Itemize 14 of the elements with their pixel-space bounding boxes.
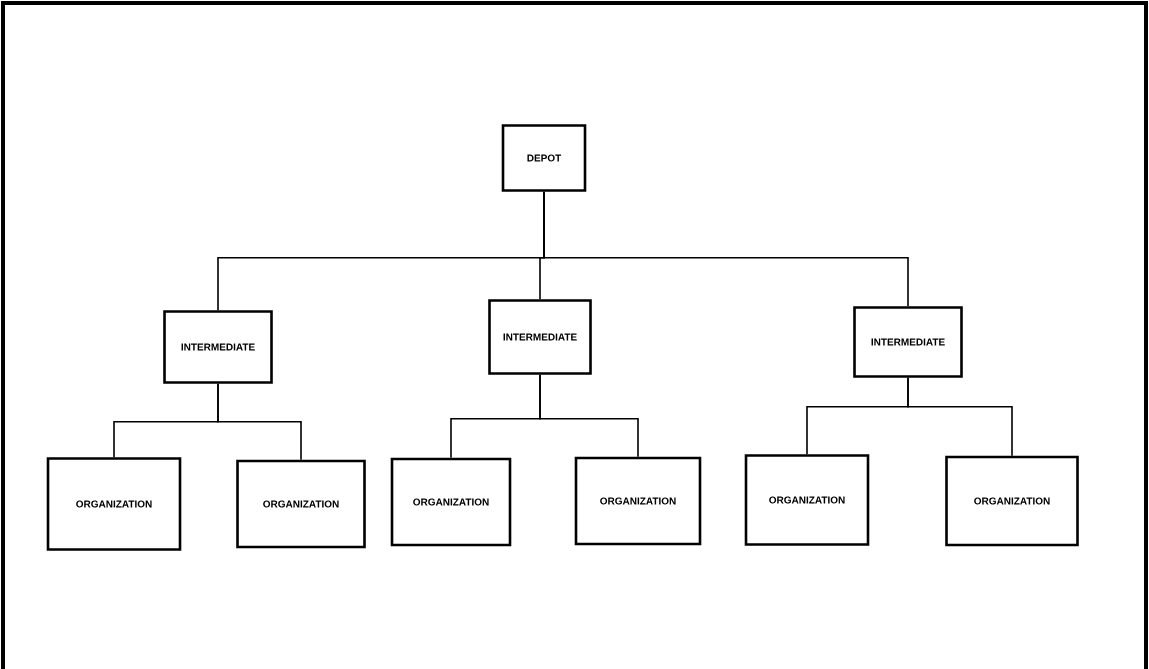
organization-box: ORGANIZATION <box>236 459 366 549</box>
organization-box: ORGANIZATION <box>945 455 1079 547</box>
intermediate-box: INTERMEDIATE <box>853 306 963 378</box>
organization-box: ORGANIZATION <box>390 457 512 547</box>
connector-line <box>539 374 639 458</box>
depot-box: DEPOT <box>501 124 587 192</box>
intermediate-box: INTERMEDIATE <box>163 310 273 384</box>
intermediate-box: INTERMEDIATE <box>488 299 592 375</box>
connector-line <box>543 191 909 307</box>
connector-line <box>217 383 302 461</box>
organization-box: ORGANIZATION <box>574 456 702 546</box>
organization-box: ORGANIZATION <box>744 454 870 546</box>
organization-box: ORGANIZATION <box>46 457 182 551</box>
connector-line <box>907 377 1013 457</box>
